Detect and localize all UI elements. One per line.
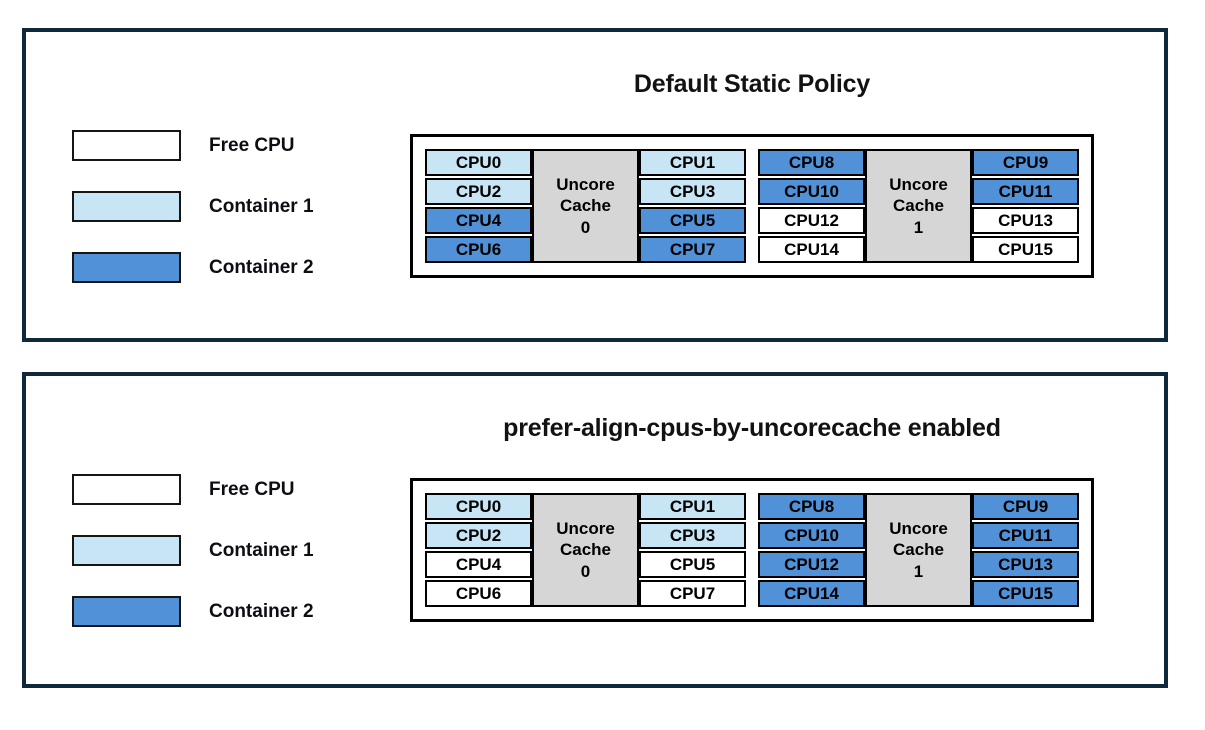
- cpu-column-right: CPU1 CPU3 CPU5 CPU7: [639, 149, 746, 263]
- cache-label-line: Uncore: [556, 519, 615, 539]
- cpu-cell-cpu6: CPU6: [425, 236, 532, 263]
- legend-row-free-cpu: Free CPU: [72, 130, 314, 161]
- cpu-cell-cpu8: CPU8: [758, 493, 865, 520]
- cache-label-line: Uncore: [556, 175, 615, 195]
- cpu-column-left: CPU8 CPU10 CPU12 CPU14: [758, 493, 865, 607]
- panel-title: Default Static Policy: [633, 70, 871, 98]
- cpu-cell-cpu13: CPU13: [972, 207, 1079, 234]
- cache-label-line: 0: [580, 217, 591, 237]
- cpu-cell-cpu4: CPU4: [425, 207, 532, 234]
- cpu-cell-cpu15: CPU15: [972, 236, 1079, 263]
- cache-label-line: Cache: [559, 196, 612, 216]
- panel-prefer-align-uncorecache: Free CPU Container 1 Container 2 prefer-…: [22, 372, 1168, 688]
- uncore-cache-1-block: Uncore Cache 1: [865, 149, 972, 263]
- cpu-cell-cpu14: CPU14: [758, 580, 865, 607]
- cache-label-line: Uncore: [889, 519, 948, 539]
- cpu-cell-cpu5: CPU5: [639, 207, 746, 234]
- cache-label-line: Uncore: [889, 175, 948, 195]
- cpu-cell-cpu2: CPU2: [425, 178, 532, 205]
- cpu-cell-cpu9: CPU9: [972, 493, 1079, 520]
- legend-label-container-2: Container 2: [209, 256, 314, 278]
- uncore-cache-1-block: Uncore Cache 1: [865, 493, 972, 607]
- cpu-cell-cpu0: CPU0: [425, 493, 532, 520]
- uncore-cache-0-group: CPU0 CPU2 CPU4 CPU6 Uncore Cache 0 CPU1 …: [425, 149, 746, 263]
- cache-label-line: 1: [913, 561, 924, 581]
- uncore-cache-0-block: Uncore Cache 0: [532, 149, 639, 263]
- cpu-cell-cpu6: CPU6: [425, 580, 532, 607]
- cache-label-line: 1: [913, 217, 924, 237]
- panel-title: prefer-align-cpus-by-uncorecache enabled: [503, 414, 1001, 442]
- legend-swatch-container-2: [72, 252, 181, 283]
- cache-label-line: Cache: [892, 540, 945, 560]
- cache-label-line: Cache: [559, 540, 612, 560]
- legend-label-container-2: Container 2: [209, 600, 314, 622]
- legend-label-free-cpu: Free CPU: [209, 134, 295, 156]
- cpu-column-left: CPU8 CPU10 CPU12 CPU14: [758, 149, 865, 263]
- legend-row-free-cpu: Free CPU: [72, 474, 314, 505]
- uncore-cache-0-block: Uncore Cache 0: [532, 493, 639, 607]
- cpu-cell-cpu10: CPU10: [758, 522, 865, 549]
- cpu-cell-cpu9: CPU9: [972, 149, 1079, 176]
- uncore-cache-1-group: CPU8 CPU10 CPU12 CPU14 Uncore Cache 1 CP…: [758, 493, 1079, 607]
- cache-label-line: 0: [580, 561, 591, 581]
- cpu-cell-cpu3: CPU3: [639, 522, 746, 549]
- cpu-cell-cpu2: CPU2: [425, 522, 532, 549]
- cpu-cell-cpu3: CPU3: [639, 178, 746, 205]
- cpu-column-left: CPU0 CPU2 CPU4 CPU6: [425, 149, 532, 263]
- cpu-column-right: CPU9 CPU11 CPU13 CPU15: [972, 149, 1079, 263]
- legend-swatch-free-cpu: [72, 130, 181, 161]
- cpu-column-right: CPU9 CPU11 CPU13 CPU15: [972, 493, 1079, 607]
- legend-swatch-container-1: [72, 535, 181, 566]
- legend-swatch-container-1: [72, 191, 181, 222]
- uncore-cache-1-group: CPU8 CPU10 CPU12 CPU14 Uncore Cache 1 CP…: [758, 149, 1079, 263]
- cpu-cell-cpu13: CPU13: [972, 551, 1079, 578]
- cpu-column-right: CPU1 CPU3 CPU5 CPU7: [639, 493, 746, 607]
- cpu-cell-cpu12: CPU12: [758, 207, 865, 234]
- cache-label-line: Cache: [892, 196, 945, 216]
- cpu-column-left: CPU0 CPU2 CPU4 CPU6: [425, 493, 532, 607]
- cpu-cell-cpu10: CPU10: [758, 178, 865, 205]
- cpu-diagram: CPU0 CPU2 CPU4 CPU6 Uncore Cache 0 CPU1 …: [410, 478, 1094, 622]
- panel-default-static-policy: Free CPU Container 1 Container 2 Default…: [22, 28, 1168, 342]
- cpu-cell-cpu1: CPU1: [639, 493, 746, 520]
- legend-swatch-container-2: [72, 596, 181, 627]
- cpu-cell-cpu7: CPU7: [639, 580, 746, 607]
- cpu-cell-cpu14: CPU14: [758, 236, 865, 263]
- legend-row-container-1: Container 1: [72, 535, 314, 566]
- legend-row-container-2: Container 2: [72, 596, 314, 627]
- cpu-cell-cpu7: CPU7: [639, 236, 746, 263]
- legend-label-container-1: Container 1: [209, 195, 314, 217]
- legend-row-container-1: Container 1: [72, 191, 314, 222]
- legend-label-free-cpu: Free CPU: [209, 478, 295, 500]
- cpu-cell-cpu11: CPU11: [972, 522, 1079, 549]
- cpu-cell-cpu11: CPU11: [972, 178, 1079, 205]
- cpu-cell-cpu4: CPU4: [425, 551, 532, 578]
- cpu-diagram: CPU0 CPU2 CPU4 CPU6 Uncore Cache 0 CPU1 …: [410, 134, 1094, 278]
- legend: Free CPU Container 1 Container 2: [72, 130, 314, 313]
- legend-row-container-2: Container 2: [72, 252, 314, 283]
- legend-label-container-1: Container 1: [209, 539, 314, 561]
- cpu-cell-cpu0: CPU0: [425, 149, 532, 176]
- uncore-cache-0-group: CPU0 CPU2 CPU4 CPU6 Uncore Cache 0 CPU1 …: [425, 493, 746, 607]
- legend-swatch-free-cpu: [72, 474, 181, 505]
- cpu-cell-cpu1: CPU1: [639, 149, 746, 176]
- cpu-cell-cpu12: CPU12: [758, 551, 865, 578]
- legend: Free CPU Container 1 Container 2: [72, 474, 314, 657]
- cpu-cell-cpu5: CPU5: [639, 551, 746, 578]
- cpu-cell-cpu15: CPU15: [972, 580, 1079, 607]
- cpu-cell-cpu8: CPU8: [758, 149, 865, 176]
